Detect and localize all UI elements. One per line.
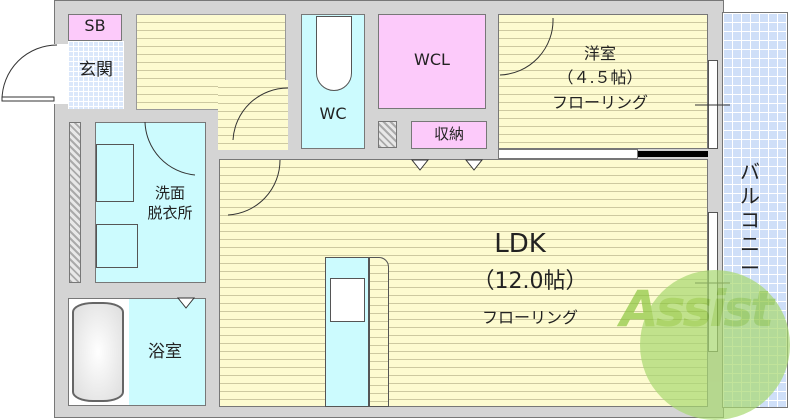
hallway-lower <box>218 80 288 150</box>
ldk-size: （12.0帖） <box>472 269 588 294</box>
storage <box>411 121 487 149</box>
ldk <box>219 159 708 407</box>
wcl-label: WCL <box>414 50 450 69</box>
washroom <box>95 122 206 283</box>
watermark-text: Assist <box>620 280 774 338</box>
kitchen-sink-icon <box>330 278 365 322</box>
bathtub-icon <box>72 302 124 402</box>
sliding-door[interactable] <box>498 149 638 159</box>
sb-label: SB <box>84 16 106 35</box>
washroom-label-1: 洗面 <box>154 184 185 202</box>
ldk-name: LDK <box>494 229 546 259</box>
bathroom-label: 浴室 <box>148 342 182 362</box>
western-room-floor: フローリング <box>551 93 648 112</box>
western-room-name: 洋室 <box>583 44 616 63</box>
balcony-label: バルコニー <box>740 160 760 280</box>
pipe-space <box>378 121 397 148</box>
shoe-box <box>68 14 122 41</box>
wc-label: WC <box>319 104 347 123</box>
western-room <box>498 14 708 149</box>
door-track <box>638 151 708 157</box>
washing-machine-icon <box>96 224 138 268</box>
washroom-wall-hatch <box>69 122 81 283</box>
ldk-floor: フローリング <box>481 308 578 327</box>
watermark-circle <box>640 270 790 420</box>
entrance-door-opening[interactable] <box>54 44 68 104</box>
washroom-label-2: 脱衣所 <box>147 204 193 222</box>
sink-icon <box>96 144 134 202</box>
watermark-logo: Assist <box>610 260 790 420</box>
kitchen-counter-top <box>369 257 389 407</box>
toilet-icon <box>316 16 352 91</box>
western-room-size: （４.５帖） <box>557 68 643 87</box>
walk-in-closet <box>378 14 486 109</box>
storage-label: 収納 <box>433 125 464 143</box>
genkan-label: 玄関 <box>79 60 113 80</box>
genkan <box>68 41 124 109</box>
